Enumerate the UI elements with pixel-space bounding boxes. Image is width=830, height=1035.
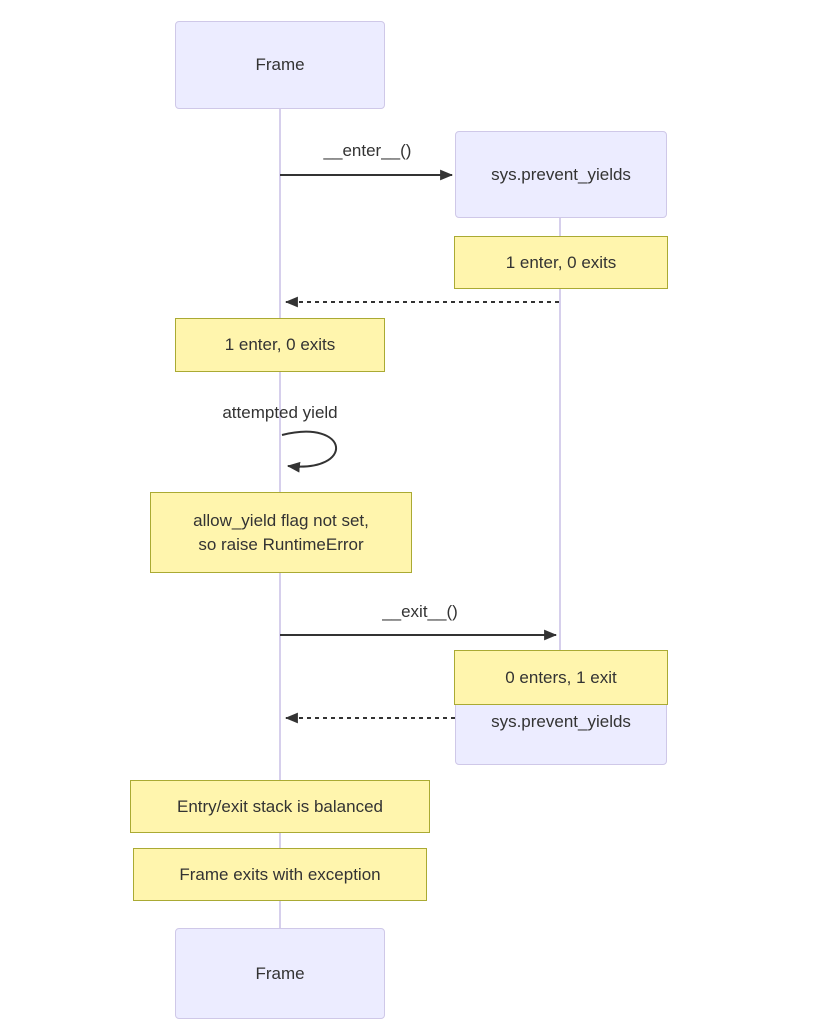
participant-label: sys.prevent_yields [491,164,631,184]
note-allow-yield-error: allow_yield flag not set, so raise Runti… [150,492,412,573]
note-enter-count-frame: 1 enter, 0 exits [175,318,385,372]
note-text: Frame exits with exception [179,864,381,884]
note-text: Entry/exit stack is balanced [177,796,383,816]
participant-label: sys.prevent_yields [491,711,631,731]
exit-message-label: __exit__() [382,602,458,621]
participant-label: Frame [255,963,305,983]
note-text-line2: so raise RuntimeError [198,534,364,554]
attempted-yield-self-loop-arrow [281,430,337,473]
participant-frame-bottom: Frame [175,928,385,1019]
note-text: 1 enter, 0 exits [224,335,336,354]
participant-sys-prevent-yields-top: sys.prevent_yields [455,131,667,218]
note-text-line1: allow_yield flag not set, [193,510,369,530]
note-text: 0 enters, 1 exit [505,667,617,687]
participant-label: Frame [255,55,305,74]
note-exit-count-sys: 0 enters, 1 exit [454,650,668,705]
note-enter-count-sys: 1 enter, 0 exits [454,236,668,289]
enter-message-label: __enter__() [323,141,412,160]
note-frame-exception: Frame exits with exception [133,848,427,901]
note-stack-balanced: Entry/exit stack is balanced [130,780,430,833]
participant-frame-top: Frame [175,21,385,109]
note-text: 1 enter, 0 exits [505,252,617,272]
attempted-yield-label: attempted yield [222,403,338,422]
sys-prevent-yields-lifeline [559,218,561,705]
